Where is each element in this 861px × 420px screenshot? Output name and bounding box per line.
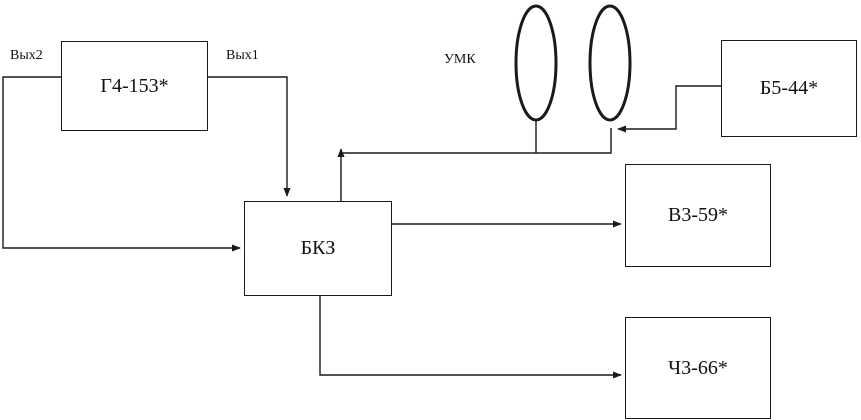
umk-coil-left bbox=[514, 4, 558, 122]
block-b5-44: Б5-44* bbox=[721, 40, 857, 137]
block-bkz-label: БКЗ bbox=[300, 237, 336, 259]
wire-out1-to-bkz bbox=[207, 76, 291, 197]
block-v3-59: В3-59* bbox=[625, 164, 771, 267]
wire-out2-to-bkz bbox=[2, 76, 241, 252]
wire-bkz-to-ch3 bbox=[319, 296, 622, 379]
block-g4-153: Г4-153* bbox=[61, 41, 208, 131]
wire-b5-to-umk bbox=[617, 85, 721, 133]
label-out2: Вых2 bbox=[10, 48, 43, 63]
label-out1: Вых1 bbox=[226, 48, 259, 63]
block-v3-59-label: В3-59* bbox=[668, 204, 728, 226]
block-ch3-66-label: Ч3-66* bbox=[668, 356, 728, 379]
block-bkz: БКЗ bbox=[244, 201, 392, 296]
umk-coil-right bbox=[588, 4, 632, 122]
block-ch3-66: Ч3-66* bbox=[625, 317, 771, 419]
block-g4-153-label: Г4-153* bbox=[100, 74, 169, 97]
block-b5-44-label: Б5-44* bbox=[759, 77, 819, 99]
label-umk: УМК bbox=[444, 52, 476, 67]
wire-umk-bus bbox=[341, 128, 612, 154]
